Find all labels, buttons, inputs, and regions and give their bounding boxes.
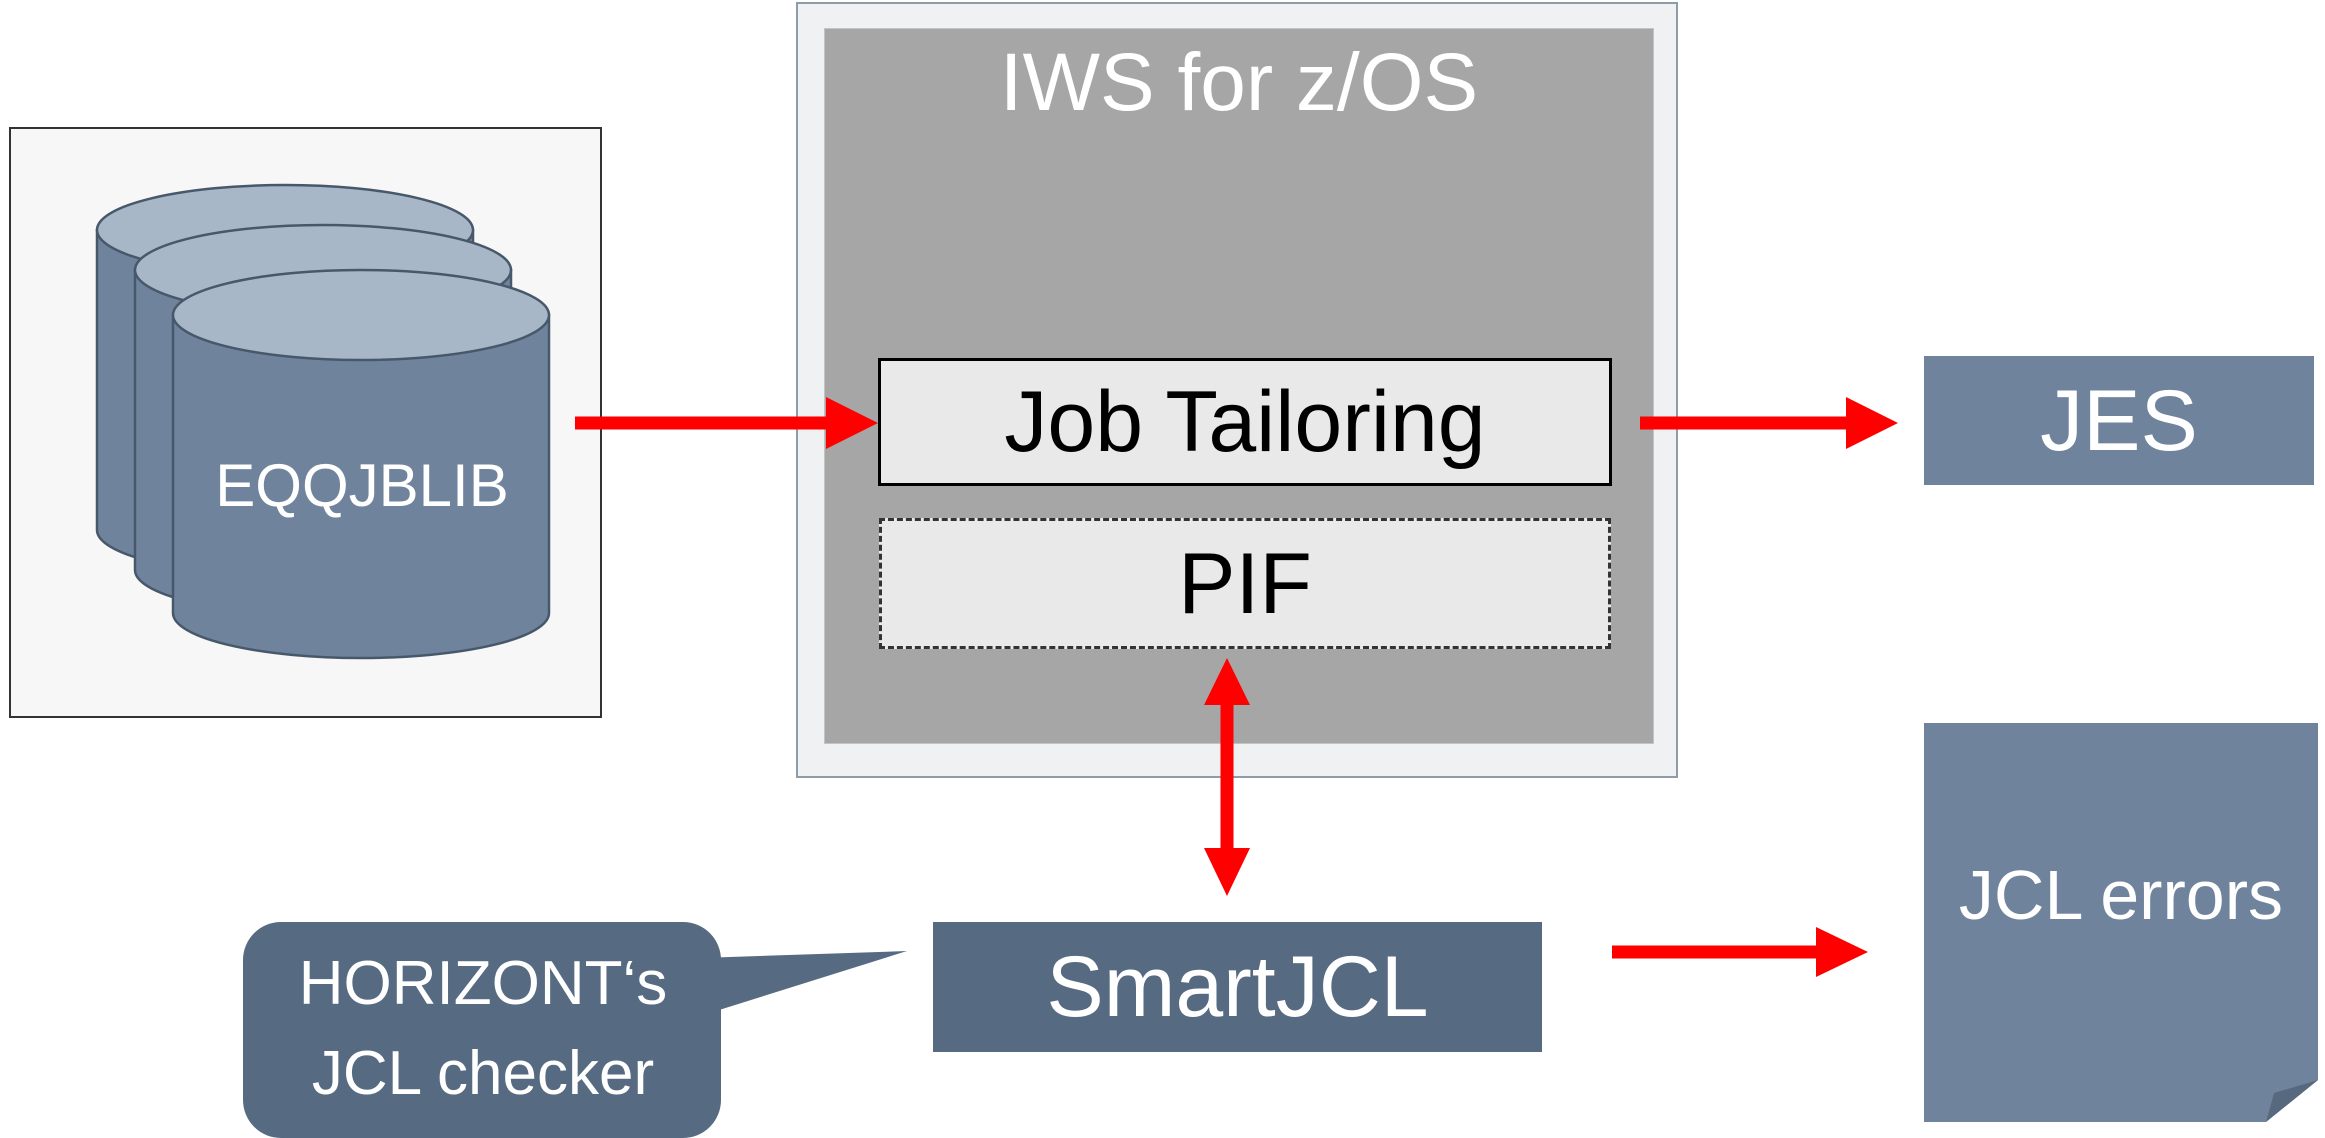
jes-label: JES bbox=[2040, 372, 2198, 469]
job-tailoring-label: Job Tailoring bbox=[1004, 374, 1486, 470]
database-cylinder-front bbox=[171, 268, 551, 660]
database-stack-icon bbox=[95, 183, 551, 660]
callout-text: HORIZONT‘s JCL checker bbox=[243, 922, 723, 1136]
pif-label: PIF bbox=[1178, 535, 1312, 632]
smartjcl-box: SmartJCL bbox=[933, 922, 1542, 1052]
arrow-tailoring-to-jes bbox=[1640, 397, 1898, 449]
library-label: EQQJBLIB bbox=[215, 452, 509, 519]
job-tailoring-box: Job Tailoring bbox=[878, 358, 1612, 486]
jcl-errors-label: JCL errors bbox=[1958, 856, 2284, 934]
callout-bubble bbox=[243, 922, 907, 1138]
callout-line-2: JCL checker bbox=[311, 1039, 655, 1108]
iws-title: IWS for z/OS bbox=[999, 37, 1479, 128]
callout-line-1: HORIZONT‘s bbox=[298, 949, 668, 1019]
arrow-library-to-tailoring bbox=[575, 397, 878, 449]
arrow-smartjcl-to-errors bbox=[1612, 927, 1868, 977]
pif-box: PIF bbox=[879, 518, 1611, 649]
document-icon bbox=[1924, 723, 2318, 1122]
smartjcl-label: SmartJCL bbox=[1046, 939, 1429, 1035]
arrow-pif-smartjcl-bidirectional bbox=[1204, 658, 1250, 896]
jes-box: JES bbox=[1924, 356, 2314, 485]
